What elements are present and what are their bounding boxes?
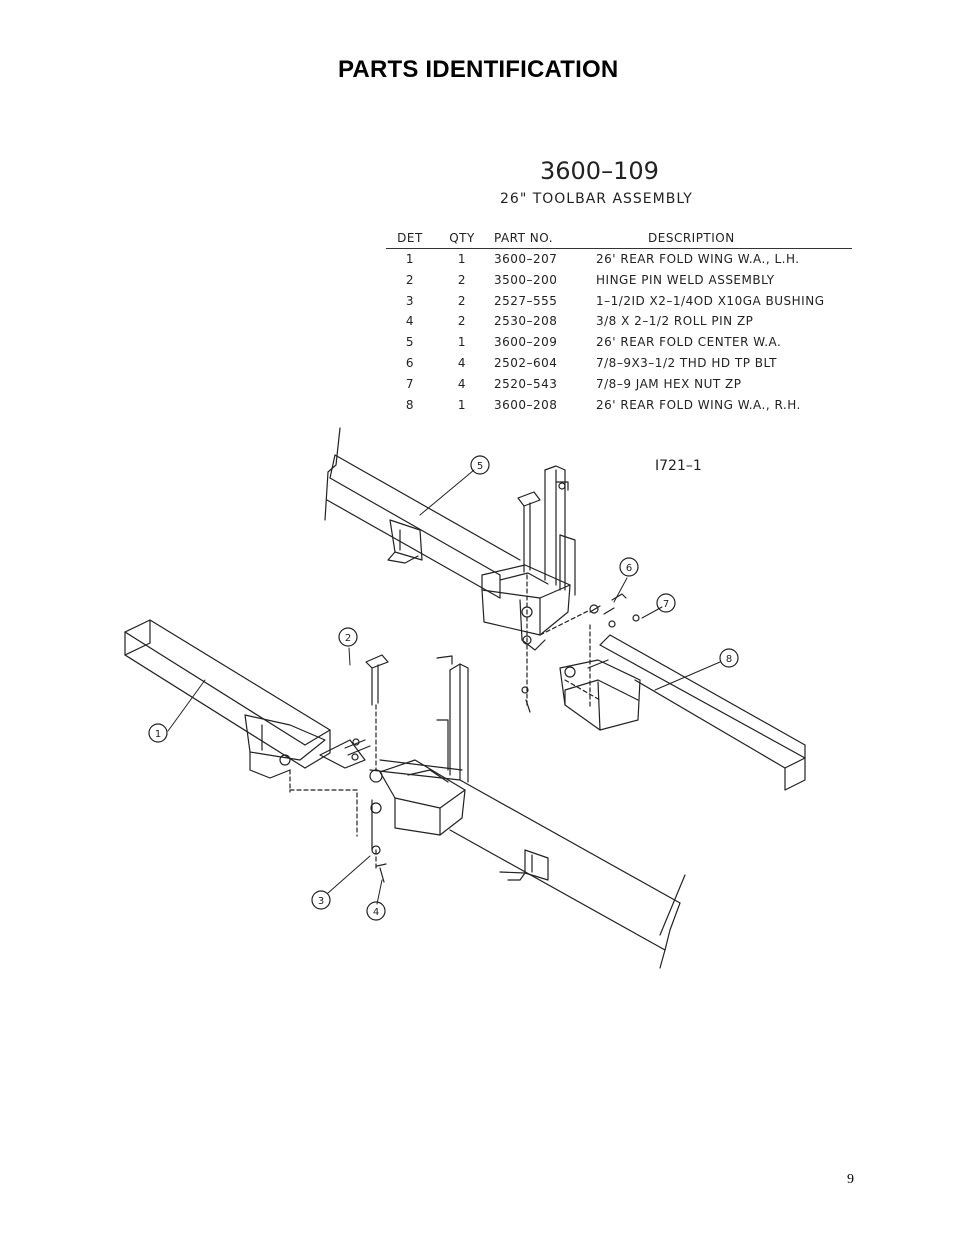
- row-description: HINGE PIN WELD ASSEMBLY: [596, 272, 775, 287]
- row-part-no: 3600–208: [494, 397, 558, 412]
- row-qty: 4: [457, 376, 467, 391]
- table-row: 2 2 3500–200 HINGE PIN WELD ASSEMBLY: [386, 270, 852, 291]
- row-part-no: 2502–604: [494, 355, 558, 370]
- row-part-no: 2530–208: [494, 314, 558, 329]
- callout-bubbles: 1 2 3 4 5 6 7 8: [148, 455, 739, 921]
- row-qty: 1: [457, 397, 467, 412]
- table-row: 1 1 3600–207 26' REAR FOLD WING W.A., L.…: [386, 249, 852, 270]
- row-det: 4: [405, 314, 415, 329]
- bolts-lower: [344, 738, 371, 756]
- row-description: 1–1/2ID X2–1/4OD X10GA BUSHING: [596, 293, 825, 308]
- assembly-title: 26" TOOLBAR ASSEMBLY: [500, 191, 693, 207]
- table-row: 3 2 2527–555 1–1/2ID X2–1/4OD X10GA BUSH…: [386, 291, 852, 312]
- callout-leaders: [167, 469, 721, 905]
- figure-code: I721–1: [655, 458, 702, 474]
- lower-center-toolbar: [369, 655, 686, 969]
- row-part-no: 2527–555: [494, 293, 558, 308]
- row-qty: 1: [457, 335, 467, 350]
- hinge-pin-upper: [517, 491, 541, 573]
- row-description: 7/8–9X3–1/2 THD HD TP BLT: [596, 355, 777, 370]
- hinge-pin-lower: [365, 654, 389, 706]
- callout-7: 7: [656, 593, 676, 613]
- table-row: 4 2 2530–208 3/8 X 2–1/2 ROLL PIN ZP: [386, 311, 852, 332]
- parts-table: DET QTY PART NO. DESCRIPTION 1 1 3600–20…: [386, 228, 852, 415]
- row-det: 8: [405, 397, 415, 412]
- row-qty: 2: [457, 314, 467, 329]
- header-det: DET: [397, 231, 423, 245]
- callout-3: 3: [311, 890, 331, 910]
- callout-2: 2: [338, 627, 358, 647]
- svg-text:2: 2: [345, 633, 351, 644]
- row-det: 5: [405, 335, 415, 350]
- table-row: 5 1 3600–209 26' REAR FOLD CENTER W.A.: [386, 332, 852, 353]
- row-part-no: 2520–543: [494, 376, 558, 391]
- row-description: 26' REAR FOLD CENTER W.A.: [596, 335, 782, 350]
- row-description: 7/8–9 JAM HEX NUT ZP: [596, 376, 742, 391]
- row-description: 3/8 X 2–1/2 ROLL PIN ZP: [596, 314, 754, 329]
- page-title: PARTS IDENTIFICATION: [338, 56, 619, 83]
- row-part-no: 3500–200: [494, 272, 558, 287]
- row-qty: 1: [457, 252, 467, 266]
- center-toolbar-part-5: [324, 427, 576, 651]
- svg-text:1: 1: [155, 729, 161, 740]
- row-part-no: 3600–209: [494, 335, 558, 350]
- bolts-and-nuts: [521, 593, 640, 713]
- row-description: 26' REAR FOLD WING W.A., R.H.: [596, 397, 801, 412]
- row-det: 7: [405, 376, 415, 391]
- row-qty: 2: [457, 293, 467, 308]
- row-part-no: 3600–207: [494, 252, 558, 266]
- svg-text:3: 3: [318, 896, 324, 907]
- parts-table-header: DET QTY PART NO. DESCRIPTION: [386, 228, 852, 249]
- alignment-lines-upper: [526, 574, 601, 709]
- header-part-no: PART NO.: [494, 231, 554, 245]
- callout-4: 4: [366, 901, 386, 921]
- row-qty: 2: [457, 272, 467, 287]
- row-qty: 4: [457, 355, 467, 370]
- callout-5: 5: [470, 455, 490, 475]
- right-wing-toolbar-part-8: [559, 634, 806, 791]
- svg-text:4: 4: [373, 907, 379, 918]
- row-det: 6: [405, 355, 415, 370]
- left-wing-toolbar-part-1: [124, 619, 366, 779]
- callout-8: 8: [719, 648, 739, 668]
- drawing-number: 3600–109: [540, 157, 659, 185]
- row-description: 26' REAR FOLD WING W.A., L.H.: [596, 252, 800, 266]
- svg-text:5: 5: [477, 461, 483, 472]
- table-row: 6 4 2502–604 7/8–9X3–1/2 THD HD TP BLT: [386, 353, 852, 374]
- alignment-lines-lower: [289, 704, 377, 871]
- row-det: 3: [405, 293, 415, 308]
- bushing-and-roll-pin: [371, 845, 387, 883]
- svg-text:8: 8: [726, 654, 732, 665]
- svg-text:7: 7: [663, 599, 669, 610]
- header-qty: QTY: [449, 231, 475, 245]
- header-description: DESCRIPTION: [648, 231, 735, 245]
- svg-text:6: 6: [626, 563, 632, 574]
- page-number: 9: [847, 1172, 854, 1187]
- callout-1: 1: [148, 723, 168, 743]
- table-row: 7 4 2520–543 7/8–9 JAM HEX NUT ZP: [386, 374, 852, 395]
- table-row: 8 1 3600–208 26' REAR FOLD WING W.A., R.…: [386, 395, 852, 416]
- row-det: 1: [405, 252, 415, 266]
- row-det: 2: [405, 272, 415, 287]
- callout-6: 6: [619, 557, 639, 577]
